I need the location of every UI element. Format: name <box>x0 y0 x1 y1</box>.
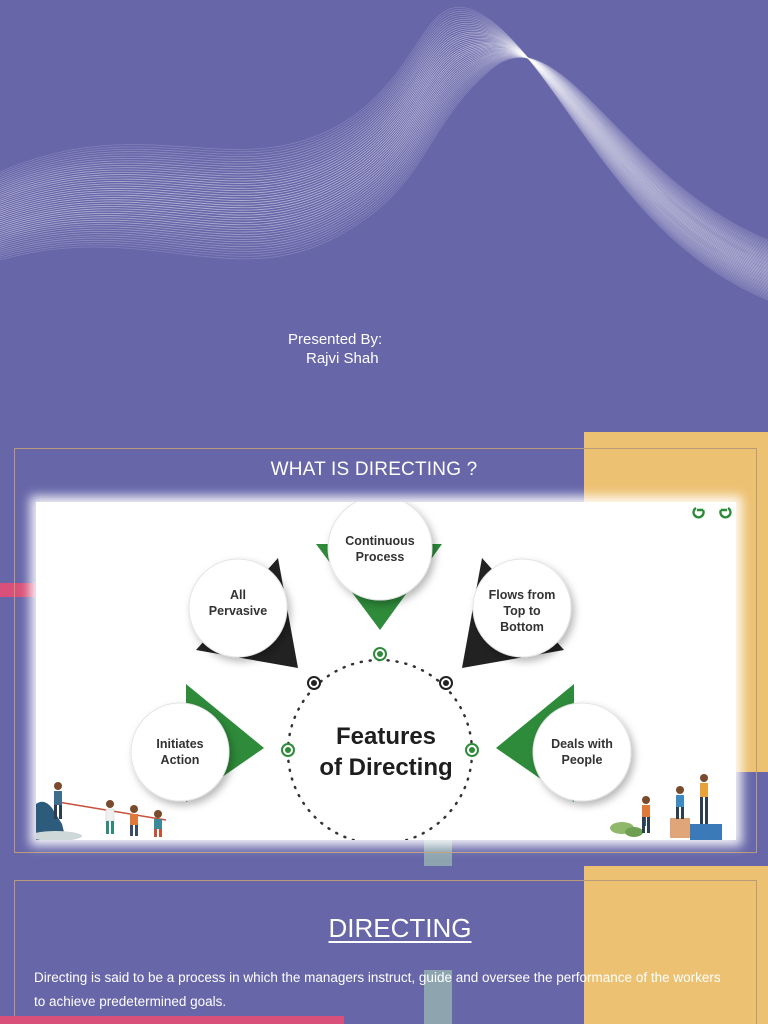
wave-line <box>0 41 768 274</box>
wave-line <box>0 46 768 269</box>
directing-definition-slide: DIRECTING Directing is said to be a proc… <box>0 866 768 1024</box>
wave-line <box>0 56 768 261</box>
connector-dots <box>281 647 479 757</box>
center-title-line1: Features <box>336 723 436 750</box>
wave-line <box>0 21 768 292</box>
feature-circle-flows-top-bottom: Flows from Top to Bottom <box>472 558 572 658</box>
slide-frame <box>14 448 757 853</box>
wave-line <box>0 50 768 262</box>
team-rope-illustration <box>30 782 167 841</box>
wave-line <box>0 56 768 255</box>
wave-line <box>0 46 768 268</box>
wave-line <box>0 55 768 249</box>
feature-label: All <box>230 588 246 602</box>
wave-line <box>0 8 768 300</box>
feature-circle-initiates-action: Initiates Action <box>130 702 230 802</box>
gfg-logo-icon <box>692 506 732 519</box>
wave-line <box>0 11 768 298</box>
infographic-drawing: Continuous Process All Pervasive Flows f… <box>30 495 732 846</box>
wave-line <box>0 56 768 253</box>
wave-line <box>0 22 768 290</box>
yellow-accent-block <box>584 866 768 1024</box>
wave-line <box>0 45 768 270</box>
pink-accent-bar <box>0 583 40 597</box>
what-is-directing-slide: WHAT IS DIRECTING ? <box>0 432 768 866</box>
wave-line <box>0 39 768 277</box>
wave-line <box>0 13 768 297</box>
wave-line <box>0 47 768 266</box>
feature-label: Top to <box>503 604 541 618</box>
wave-lines-decoration <box>0 6 768 301</box>
presented-by-label: Presented By: <box>288 331 383 348</box>
wave-line <box>0 48 768 265</box>
wave-line <box>0 17 768 294</box>
wave-line <box>0 26 768 288</box>
definition-text: Directing is said to be a process in whi… <box>34 970 721 1009</box>
presenter-name: Rajvi Shah <box>306 350 379 367</box>
wave-line <box>0 52 768 257</box>
wave-line <box>0 56 768 259</box>
wave-line <box>0 44 768 272</box>
wave-line <box>0 33 768 282</box>
feature-label: Deals with <box>551 737 613 751</box>
wave-line <box>0 52 768 258</box>
features-of-directing-infographic: Continuous Process All Pervasive Flows f… <box>30 495 736 846</box>
wave-line <box>0 54 768 253</box>
wave-line <box>0 36 768 280</box>
presenter-credit: Presented By: Rajvi Shah <box>288 330 382 368</box>
wave-line <box>0 49 768 264</box>
wave-line <box>0 40 768 276</box>
team-climb-illustration <box>610 774 722 840</box>
wave-line <box>0 53 768 256</box>
wave-line <box>0 42 768 273</box>
feature-circle-deals-with-people: Deals with People <box>532 702 632 802</box>
feature-label: Action <box>161 753 200 767</box>
feature-label: Continuous <box>345 534 414 548</box>
feature-label: Pervasive <box>209 604 267 618</box>
wave-line <box>0 19 768 293</box>
slide-title: WHAT IS DIRECTING ? <box>270 459 478 480</box>
wave-line <box>0 24 768 289</box>
center-title-line2: of Directing <box>319 754 452 781</box>
slide-heading: DIRECTING <box>328 913 472 943</box>
teal-accent-bar <box>424 970 452 1024</box>
pink-accent-bar <box>0 1016 344 1024</box>
feature-label: Process <box>356 550 405 564</box>
title-slide: Presented By: Rajvi Shah <box>0 0 768 432</box>
feature-label: Initiates <box>156 737 203 751</box>
wave-line <box>0 53 768 254</box>
feature-circle-all-pervasive: All Pervasive <box>188 558 288 658</box>
wave-line <box>0 31 768 284</box>
feature-circle-continuous-process: Continuous Process <box>327 495 433 601</box>
wave-line <box>0 30 768 285</box>
wave-line <box>0 56 768 257</box>
wave-line <box>0 34 768 281</box>
wave-line <box>0 50 768 261</box>
wave-line <box>0 55 768 250</box>
feature-label: People <box>562 753 603 767</box>
slide-frame <box>14 880 757 1024</box>
wave-line <box>0 15 768 296</box>
wave-line <box>0 54 768 252</box>
wave-line <box>0 51 768 260</box>
teal-accent-bar <box>424 836 452 866</box>
wave-line <box>0 28 768 286</box>
wave-line <box>0 6 768 301</box>
wave-line <box>0 38 768 278</box>
feature-label: Flows from <box>489 588 556 602</box>
wave-line <box>0 55 768 251</box>
feature-label: Bottom <box>500 620 544 634</box>
